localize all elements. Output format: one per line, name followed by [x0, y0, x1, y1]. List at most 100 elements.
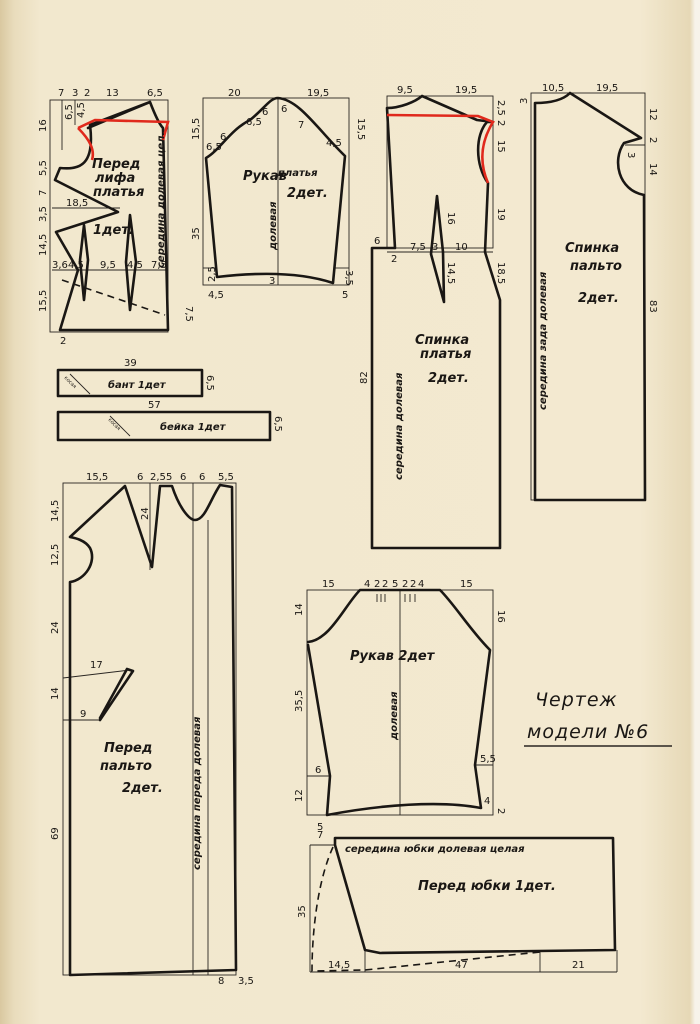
- dim: 5,5: [218, 472, 234, 483]
- dim: 7: [38, 190, 49, 196]
- bodice-front-grain: середина долевая цел.: [156, 132, 167, 268]
- dim: 5: [166, 472, 172, 483]
- dim: 6,5: [272, 416, 283, 432]
- dim: 9: [80, 709, 86, 720]
- dim: 2,5: [150, 472, 166, 483]
- bias-note: косая: [63, 375, 78, 390]
- dim: 18,5: [66, 198, 88, 209]
- dim: 12,5: [50, 544, 61, 566]
- dim: 83: [647, 300, 658, 313]
- dress-back-count: 2дет.: [428, 371, 469, 386]
- dim: 2,5: [495, 100, 506, 116]
- dim: 3: [269, 276, 275, 287]
- dim: 19,5: [307, 88, 329, 99]
- coat-back-count: 2дет.: [578, 291, 619, 306]
- dim: 2: [495, 120, 506, 126]
- dim: 19: [495, 208, 506, 221]
- dim: 14: [50, 687, 61, 700]
- dim: 24: [50, 621, 61, 634]
- dim: 3,5: [38, 206, 49, 222]
- dim: 6: [137, 472, 143, 483]
- dim: 2: [410, 579, 416, 590]
- dim: 14,5: [445, 262, 456, 284]
- dim: 3: [625, 152, 636, 158]
- dim: 7,5: [410, 242, 426, 253]
- dress-back-piece: Спинка платья 2дет. середина долевая 9,5…: [359, 85, 506, 550]
- dim: 15: [495, 140, 506, 153]
- bodice-front-name-1: Перед: [92, 157, 140, 172]
- bodice-front-count: 1дет.: [93, 223, 134, 238]
- dim: 19,5: [455, 85, 477, 96]
- coat-front-name-1: Перед: [104, 741, 152, 756]
- dim: 57: [148, 400, 161, 411]
- dim: 21: [572, 960, 585, 971]
- dim: 6,5: [64, 104, 75, 120]
- bodice-front-name-3: платья: [93, 185, 144, 200]
- dim: 8: [218, 976, 224, 987]
- dim: 6: [180, 472, 186, 483]
- dim: 14,5: [38, 234, 49, 256]
- dress-sleeve-count: 2дет.: [287, 186, 328, 201]
- dim: 35: [297, 905, 308, 918]
- dim: 4,5: [326, 138, 342, 149]
- dim: 3,5: [343, 270, 354, 286]
- dim: 15,5: [191, 118, 202, 140]
- bias-note: косая: [107, 417, 122, 432]
- coat-sleeve-piece: Рукав 2дет долевая 15 4 2 2 5 2 2 4 15 1…: [294, 579, 506, 833]
- dim: 4: [364, 579, 370, 590]
- dim: 39: [124, 358, 137, 369]
- dim: 82: [359, 371, 370, 384]
- coat-back-name-1: Спинка: [565, 241, 619, 256]
- dim: 3: [72, 88, 78, 99]
- dim: 14: [647, 163, 658, 176]
- dim: 7,5: [183, 306, 194, 322]
- dim: 19,5: [596, 83, 618, 94]
- title-line-2: модели №6: [527, 721, 649, 743]
- dim: 16: [445, 212, 456, 225]
- dim: 15: [322, 579, 335, 590]
- bodice-front-name-2: лифа: [95, 171, 135, 186]
- dim: 5,5: [38, 160, 49, 176]
- bias-strip-label: бейка 1дет: [160, 421, 227, 433]
- coat-sleeve-name: Рукав 2дет: [350, 649, 436, 664]
- dim: 35,5: [294, 690, 305, 712]
- dress-back-grain: середина долевая: [394, 372, 405, 480]
- dim: 9,5: [397, 85, 413, 96]
- dim: 18,5: [495, 262, 506, 284]
- dim: 3: [432, 242, 438, 253]
- dim: 7: [58, 88, 64, 99]
- coat-front-name-2: пальто: [100, 759, 152, 774]
- title-line-1: Чертеж: [535, 689, 618, 711]
- bias-strip-piece: бейка 1дет 57 6,5 косая: [56, 400, 283, 442]
- dim: 10,5: [542, 83, 564, 94]
- dim: 6: [374, 236, 380, 247]
- dim: 6: [220, 132, 226, 143]
- dim: 2: [495, 808, 506, 814]
- dim: 20: [228, 88, 241, 99]
- dim: 3: [519, 98, 530, 104]
- dim: 6,5: [147, 88, 163, 99]
- dim: 5,5: [480, 754, 496, 765]
- dim: 5: [317, 822, 323, 833]
- dim: 14,5: [50, 500, 61, 522]
- dim: 6,5: [204, 375, 215, 391]
- dim: 12: [294, 789, 305, 802]
- dim: 4,5: [68, 260, 84, 271]
- coat-front-grain: середина переда долевая: [192, 716, 203, 870]
- dim: 24: [140, 507, 151, 520]
- coat-sleeve-grain: долевая: [389, 691, 400, 741]
- coat-front-piece: Перед пальто 2дет. середина переда долев…: [50, 472, 254, 987]
- drawing-title: Чертеж модели №6: [524, 689, 672, 747]
- dim: 69: [50, 827, 61, 840]
- dim: 4,5: [76, 102, 87, 118]
- dim: 6,5: [206, 142, 222, 153]
- dim: 10: [455, 242, 468, 253]
- dim: 4: [418, 579, 424, 590]
- dim: 9,5: [100, 260, 116, 271]
- bow-label: бант 1дет: [108, 379, 167, 391]
- dim: 3,5: [238, 976, 254, 987]
- dim: 7: [298, 120, 304, 131]
- dim: 4,5: [208, 290, 224, 301]
